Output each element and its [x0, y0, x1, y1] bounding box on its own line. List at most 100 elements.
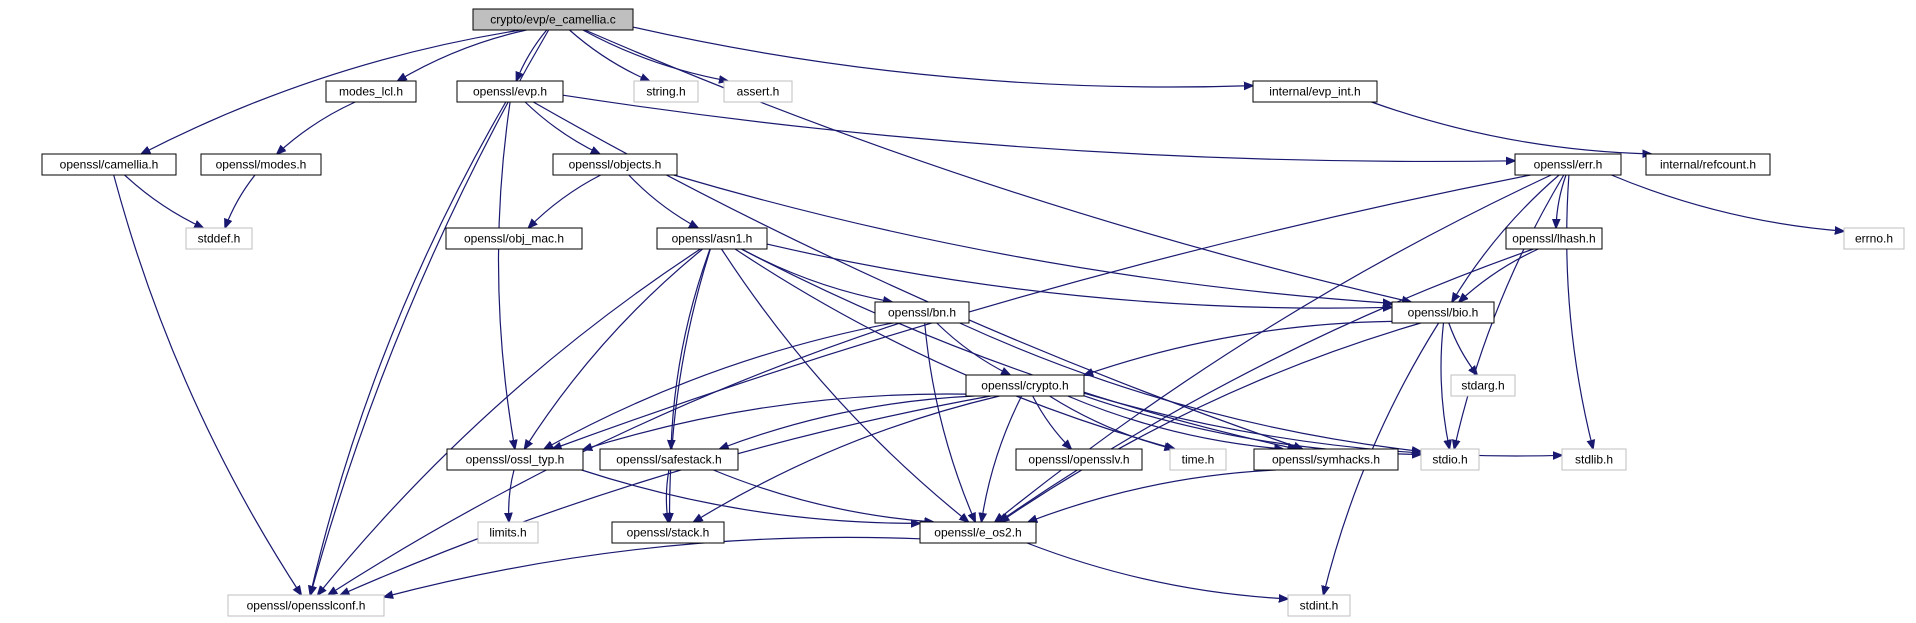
- node-box-crypto[interactable]: [965, 374, 1085, 397]
- node-label-time: time.h: [1182, 453, 1215, 467]
- node-box-root[interactable]: [472, 8, 634, 31]
- node-box-opensslv[interactable]: [1015, 448, 1143, 471]
- edge-evp-to-ossl_typ: [497, 101, 514, 449]
- node-string: string.h: [633, 80, 699, 103]
- node-label-crypto: openssl/crypto.h: [981, 379, 1068, 393]
- edge-ossl_typ-to-limits: [509, 469, 515, 522]
- edge-crypto-to-symhacks: [1067, 395, 1284, 449]
- node-evp_int[interactable]: internal/evp_int.h: [1252, 80, 1378, 103]
- edge-symhacks-to-e_os2: [1028, 469, 1276, 522]
- node-box-opensslconf: [227, 594, 385, 617]
- node-label-err: openssl/err.h: [1534, 158, 1603, 172]
- node-modes_lcl[interactable]: modes_lcl.h: [325, 80, 417, 103]
- edge-objects-to-obj_mac: [528, 174, 601, 228]
- edge-root-to-evp_int: [632, 26, 1253, 87]
- edge-bn-to-crypto: [936, 322, 1010, 375]
- edge-err-to-ossl_typ: [553, 174, 1531, 449]
- edge-asn1-to-stack: [670, 248, 711, 522]
- edge-crypto-to-ossl_typ: [583, 393, 967, 450]
- node-box-errno: [1843, 227, 1905, 250]
- node-stdlib: stdlib.h: [1561, 448, 1627, 471]
- node-box-evp_int[interactable]: [1252, 80, 1378, 103]
- edge-crypto-to-stdlib: [1083, 392, 1562, 456]
- edge-root-to-assert: [582, 29, 728, 81]
- edge-bio-to-e_os2: [1000, 322, 1421, 522]
- node-label-symhacks: openssl/symhacks.h: [1272, 453, 1380, 467]
- node-lhash[interactable]: openssl/lhash.h: [1505, 227, 1603, 250]
- node-box-modes[interactable]: [200, 153, 322, 176]
- node-label-modes_lcl: modes_lcl.h: [339, 85, 403, 99]
- node-box-objects[interactable]: [552, 153, 678, 176]
- node-box-stack[interactable]: [611, 521, 725, 544]
- node-evp[interactable]: openssl/evp.h: [456, 80, 564, 103]
- node-box-safestack[interactable]: [599, 448, 739, 471]
- node-box-e_os2[interactable]: [919, 521, 1037, 544]
- edge-bio-to-stdio: [1440, 322, 1449, 449]
- node-label-e_os2: openssl/e_os2.h: [934, 526, 1021, 540]
- node-obj_mac[interactable]: openssl/obj_mac.h: [445, 227, 583, 250]
- edge-modes_lcl-to-modes: [277, 101, 356, 154]
- edge-ossl_typ-to-e_os2: [581, 469, 920, 523]
- edge-err-to-lhash: [1556, 174, 1567, 228]
- node-box-bio[interactable]: [1391, 301, 1495, 324]
- edge-bn-to-e_os2: [924, 322, 976, 522]
- edge-root-to-evp: [516, 29, 548, 81]
- node-root[interactable]: crypto/evp/e_camellia.c: [472, 8, 634, 31]
- edge-err-to-stdlib: [1566, 174, 1593, 449]
- node-bn[interactable]: openssl/bn.h: [874, 301, 970, 324]
- node-box-string: [633, 80, 699, 103]
- edge-evp-to-objects: [524, 101, 600, 154]
- node-label-errno: errno.h: [1855, 232, 1893, 246]
- node-label-stack: openssl/stack.h: [627, 526, 710, 540]
- node-e_os2[interactable]: openssl/e_os2.h: [919, 521, 1037, 544]
- node-ossl_typ[interactable]: openssl/ossl_typ.h: [446, 448, 584, 471]
- node-camellia[interactable]: openssl/camellia.h: [41, 153, 177, 176]
- edge-err-to-bio: [1452, 174, 1560, 302]
- node-modes[interactable]: openssl/modes.h: [200, 153, 322, 176]
- node-opensslv[interactable]: openssl/opensslv.h: [1015, 448, 1143, 471]
- node-box-camellia[interactable]: [41, 153, 177, 176]
- node-box-stddef: [185, 227, 253, 250]
- node-symhacks[interactable]: openssl/symhacks.h: [1253, 448, 1399, 471]
- edge-safestack-to-stack: [666, 469, 669, 522]
- edge-root-to-string: [569, 29, 650, 81]
- node-asn1[interactable]: openssl/asn1.h: [656, 227, 768, 250]
- node-stack[interactable]: openssl/stack.h: [611, 521, 725, 544]
- node-objects[interactable]: openssl/objects.h: [552, 153, 678, 176]
- edge-camellia-to-stddef: [124, 174, 204, 228]
- edge-evp_int-to-refcount: [1371, 101, 1652, 154]
- node-time: time.h: [1169, 448, 1227, 471]
- edges-layer: [113, 26, 1844, 599]
- edge-evp-to-err: [562, 94, 1515, 161]
- node-box-refcount[interactable]: [1645, 153, 1771, 176]
- node-err[interactable]: openssl/err.h: [1514, 153, 1622, 176]
- node-box-err[interactable]: [1514, 153, 1622, 176]
- node-box-evp[interactable]: [456, 80, 564, 103]
- node-box-time: [1169, 448, 1227, 471]
- node-box-obj_mac[interactable]: [445, 227, 583, 250]
- edge-err-to-errno: [1611, 174, 1844, 231]
- node-box-ossl_typ[interactable]: [446, 448, 584, 471]
- node-label-assert: assert.h: [737, 85, 780, 99]
- node-label-bn: openssl/bn.h: [888, 306, 956, 320]
- node-label-string: string.h: [646, 85, 685, 99]
- node-bio[interactable]: openssl/bio.h: [1391, 301, 1495, 324]
- node-box-bn[interactable]: [874, 301, 970, 324]
- node-refcount[interactable]: internal/refcount.h: [1645, 153, 1771, 176]
- node-crypto[interactable]: openssl/crypto.h: [965, 374, 1085, 397]
- node-box-assert: [723, 80, 793, 103]
- node-label-stddef: stddef.h: [198, 232, 241, 246]
- node-opensslconf: openssl/opensslconf.h: [227, 594, 385, 617]
- node-stdint: stdint.h: [1287, 594, 1351, 617]
- edge-root-to-camellia: [141, 29, 521, 154]
- edge-crypto-to-opensslconf: [340, 395, 991, 595]
- edge-lhash-to-bio: [1459, 248, 1539, 302]
- node-safestack[interactable]: openssl/safestack.h: [599, 448, 739, 471]
- node-box-lhash[interactable]: [1505, 227, 1603, 250]
- edge-root-to-modes_lcl: [398, 29, 527, 81]
- node-box-modes_lcl[interactable]: [325, 80, 417, 103]
- node-box-symhacks[interactable]: [1253, 448, 1399, 471]
- node-box-asn1[interactable]: [656, 227, 768, 250]
- node-label-evp: openssl/evp.h: [473, 85, 547, 99]
